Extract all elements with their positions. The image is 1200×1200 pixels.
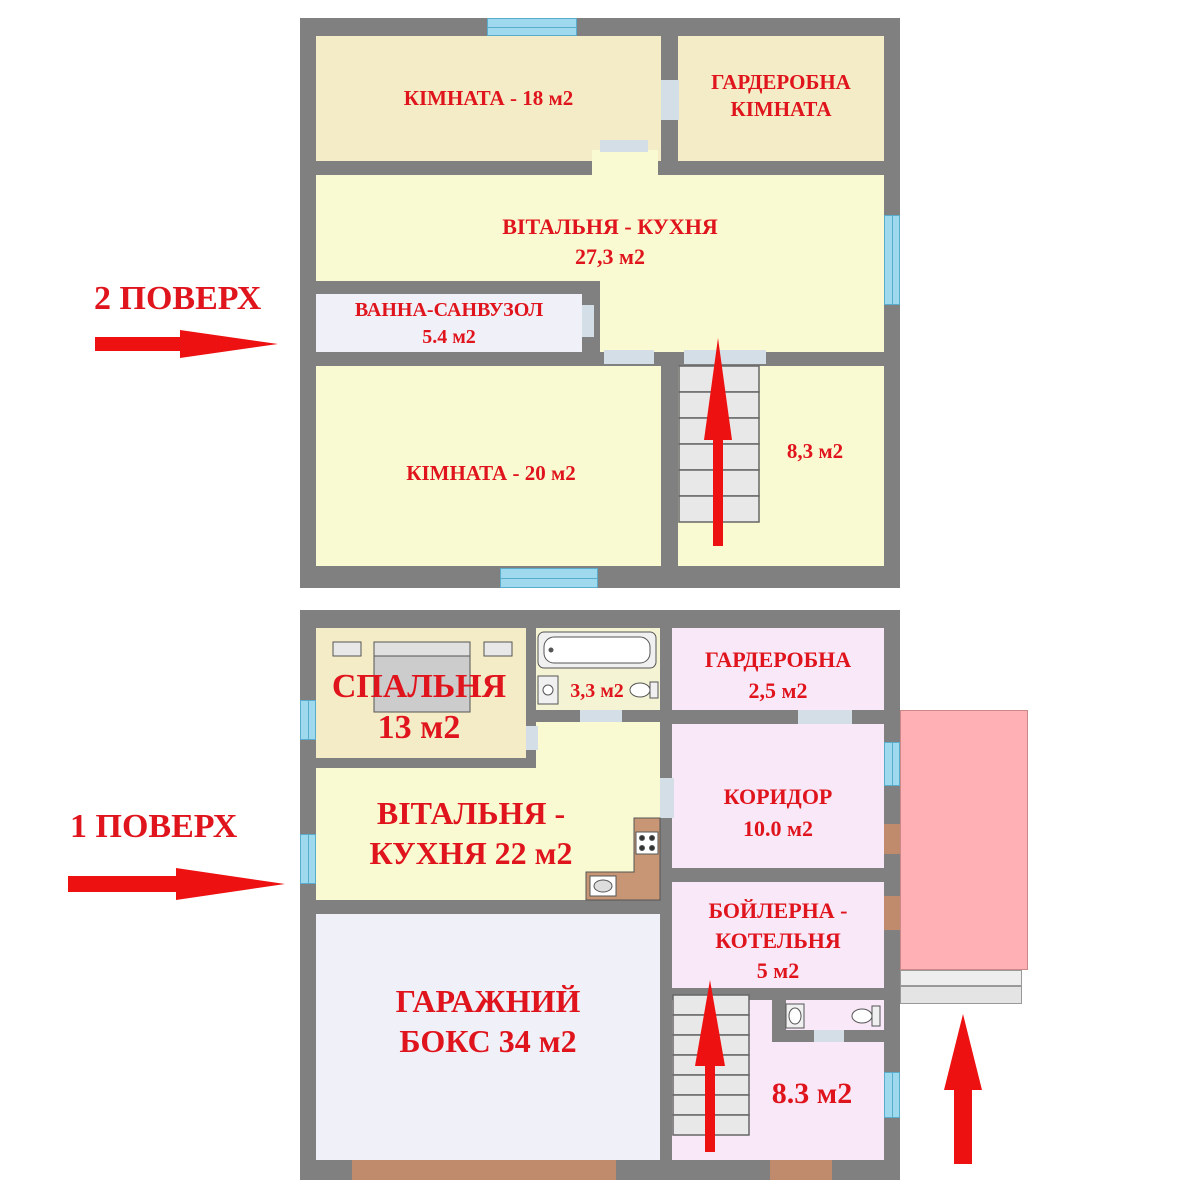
f2-bath-label-2: 5.4 м2	[422, 326, 476, 348]
floor2-label: 2 ПОВЕРХ	[94, 280, 262, 317]
f1-corridor-label-2: 10.0 м2	[743, 816, 813, 841]
f1-brick-boiler	[884, 896, 900, 930]
f2-window-bottom	[500, 568, 598, 588]
f1-living-label-1: ВІТАЛЬНЯ -	[376, 795, 566, 831]
f2-living-label-1: ВІТАЛЬНЯ - КУХНЯ	[502, 214, 718, 239]
f1-wardrobe-label-2: 2,5 м2	[748, 678, 808, 703]
bed-icon	[332, 641, 513, 713]
kitchen-counter-icon	[585, 817, 661, 901]
f1-living-label-2: КУХНЯ 22 м2	[369, 835, 573, 871]
porch	[900, 710, 1028, 970]
f1-boiler-label-1: БОЙЛЕРНА -	[708, 898, 848, 923]
toilet-icon	[785, 1003, 881, 1029]
f1-bath-label: 3,3 м2	[570, 680, 624, 702]
f1-door-corridor	[660, 778, 674, 818]
floor1-label: 1 ПОВЕРХ	[70, 808, 238, 845]
f1-corridor-label-1: КОРИДОР	[723, 784, 833, 809]
f1-door-bedroom	[526, 726, 538, 750]
f2-door-stair	[684, 350, 766, 364]
f1-brick-corridor	[884, 824, 900, 854]
f1-door-toilet	[814, 1030, 844, 1042]
f2-door-room18	[600, 140, 648, 152]
arrow-entrance-icon	[944, 1014, 982, 1164]
f2-door-room20	[604, 350, 654, 364]
f2-window-right	[884, 215, 900, 305]
f1-stair-door	[770, 1160, 832, 1180]
f1-garage-label-2: БОКС 34 м2	[399, 1023, 577, 1059]
f1-corridor	[672, 724, 884, 868]
f2-room18-label: КІМНАТА - 18 м2	[403, 86, 574, 110]
f2-wardrobe-room	[678, 36, 884, 161]
f2-bath	[316, 294, 582, 352]
f1-door-wardrobe	[798, 710, 852, 724]
f2-living-kitchen-notch	[592, 150, 658, 180]
f1-living-kitchen-upper	[536, 722, 660, 772]
arrow-stair1-icon	[695, 980, 725, 1152]
f2-bath-label-1: ВАННА-САНВУЗОЛ	[354, 299, 544, 321]
f2-door-wardrobe	[661, 80, 679, 120]
porch-step-2	[900, 986, 1022, 1004]
f2-living-label-2: 27,3 м2	[575, 244, 645, 269]
f1-boiler-label-3: 5 м2	[756, 958, 800, 983]
arrow-floor1-icon	[68, 868, 285, 900]
f1-garage-door	[352, 1160, 616, 1180]
f2-living-kitchen	[316, 175, 884, 281]
f2-window-top	[487, 18, 577, 36]
f2-room20-label: КІМНАТА - 20 м2	[406, 461, 576, 485]
f1-bedroom-label-2: 13 м2	[377, 709, 461, 746]
f1-window-bedroom	[300, 700, 316, 740]
f1-window-corridor	[884, 742, 900, 786]
sink-icon	[537, 675, 659, 705]
f2-living-kitchen-lower	[600, 280, 884, 352]
arrow-stair2-icon	[704, 338, 732, 546]
bathtub-icon	[537, 631, 657, 669]
f1-stair-room-label: 8.3 м2	[771, 1077, 853, 1110]
arrow-floor2-icon	[95, 330, 278, 358]
f2-wardrobe-label-2: КІМНАТА	[730, 97, 832, 121]
f2-wardrobe-label-1: ГАРДЕРОБНА	[711, 70, 851, 94]
f1-window-stair	[884, 1072, 900, 1118]
f1-garage	[316, 914, 660, 1160]
f1-boiler	[672, 882, 884, 988]
f2-stair-room-label: 8,3 м2	[786, 439, 844, 463]
f2-room-20	[316, 366, 661, 566]
f1-door-bath	[580, 710, 622, 722]
f1-boiler-label-2: КОТЕЛЬНЯ	[715, 928, 841, 953]
f1-wardrobe-label-1: ГАРДЕРОБНА	[704, 647, 852, 672]
f1-bedroom-label-1: СПАЛЬНЯ	[331, 668, 507, 705]
f1-window-living	[300, 834, 316, 884]
f1-garage-label-1: ГАРАЖНИЙ	[395, 983, 581, 1019]
f2-door-bath	[582, 305, 594, 337]
f1-wardrobe	[672, 628, 884, 710]
porch-step-1	[900, 970, 1022, 986]
